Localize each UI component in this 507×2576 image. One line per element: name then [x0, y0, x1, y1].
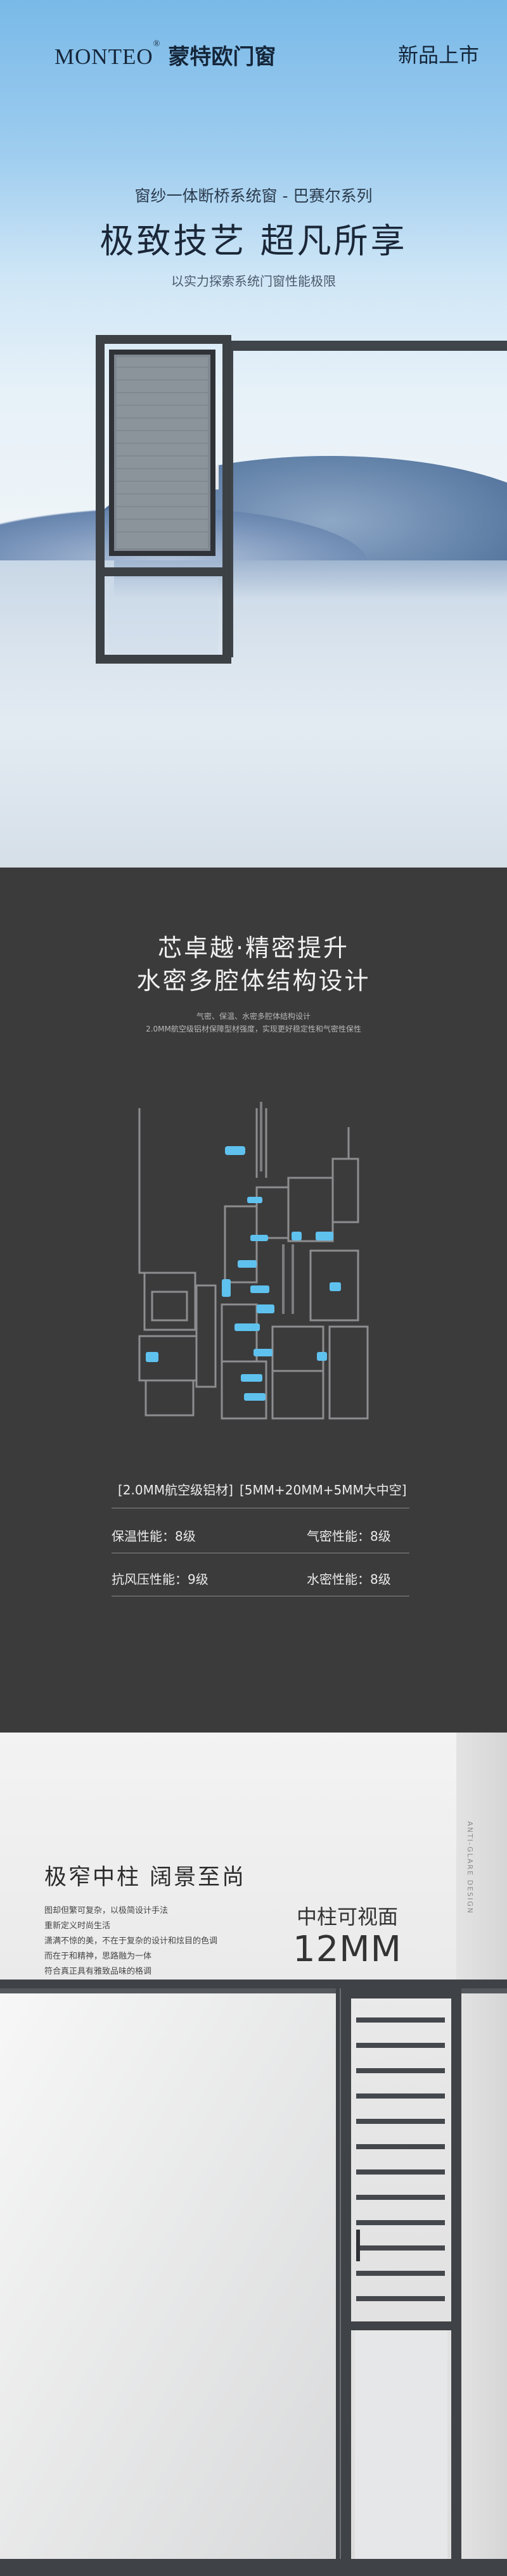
perf-airtight: 气密性能：8级	[307, 1529, 391, 1544]
pillar-para-line: 图却但繁可复杂，以极简设计手法	[44, 1906, 169, 1916]
water-reflection	[114, 560, 507, 598]
structure-title-line2: 水密多腔体结构设计	[136, 967, 371, 995]
perf-watertight: 水密性能：8级	[307, 1572, 391, 1587]
hero-subtitle: 窗纱一体断桥系统窗 - 巴赛尔系列	[134, 187, 373, 205]
pillar-para-line: 而在于和精神，思路融为一体	[44, 1952, 152, 1961]
brand-logo: MONTEO	[55, 44, 153, 69]
pillar-para-line: 符合真正具有雅致品味的格调	[44, 1967, 152, 1976]
structure-title-line1: 芯卓越·精密提升	[157, 934, 350, 962]
pillar-visible-label: 中柱可视面	[297, 1905, 399, 1929]
new-product-tag: 新品上市	[397, 43, 479, 67]
hero-title: 极致技艺 超凡所享	[99, 221, 408, 261]
structure-desc-line2: 2.0MM航空级铝材保障型材强度，实现更好稳定性和气密性保性	[146, 1025, 361, 1033]
registered-mark: ®	[153, 39, 161, 49]
perf-insulation: 保温性能：8级	[112, 1529, 196, 1544]
structure-desc-line1: 气密、保温、水密多腔体结构设计	[196, 1012, 311, 1021]
perf-wind-pressure: 抗风压性能：9级	[112, 1572, 209, 1587]
spec-material: [2.0MM航空级铝材]	[118, 1482, 233, 1498]
brand-header: MONTEO® 蒙特欧门窗 新品上市	[55, 39, 479, 70]
pillar-description: 图却但繁可复杂，以极简设计手法 重新定义时尚生活 潇满不惊的美，不在于复杂的设计…	[44, 1904, 217, 1979]
structure-section: 芯卓越·精密提升 水密多腔体结构设计 气密、保温、水密多腔体结构设计 2.0MM…	[0, 868, 507, 1733]
water-horizon	[0, 560, 507, 868]
hero-tagline: 以实力探索系统门窗性能极限	[171, 274, 336, 289]
pillar-para-line: 重新定义时尚生活	[44, 1921, 111, 1931]
side-panel	[456, 1733, 507, 2576]
profile-cross-section-diagram	[138, 1102, 369, 1420]
pillar-section: ANTI-GLARE DESIGN 极窄中柱 阔景至尚 图却但繁可复杂，以极简设…	[0, 1733, 507, 2576]
pillar-para-line: 潇满不惊的美，不在于复杂的设计和炫目的色调	[44, 1936, 218, 1946]
side-vertical-text: ANTI-GLARE DESIGN	[466, 1821, 474, 1915]
narrow-mullion-window-illustration	[0, 1979, 507, 2576]
spec-glass: [5MM+20MM+5MM大中空]	[240, 1482, 407, 1498]
hero-section: MONTEO® 蒙特欧门窗 新品上市 窗纱一体断桥系统窗 - 巴赛尔系列 极致技艺…	[0, 0, 507, 868]
window-product-illustration	[96, 335, 507, 664]
pillar-visible-value: 12MM	[293, 1929, 402, 1970]
brand-chinese-name: 蒙特欧门窗	[168, 44, 276, 70]
pillar-title: 极窄中柱 阔景至尚	[44, 1865, 247, 1890]
